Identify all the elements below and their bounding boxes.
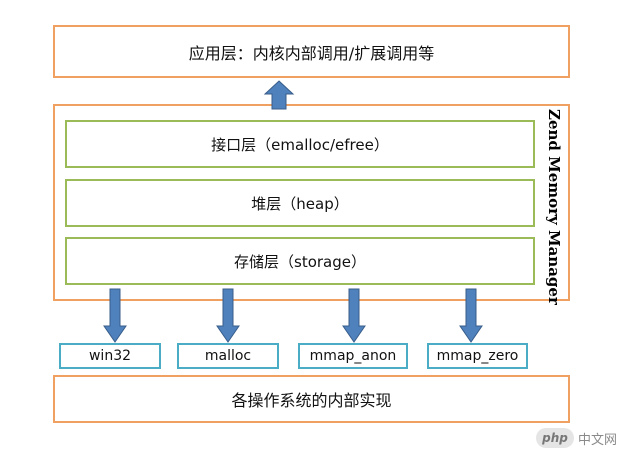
watermark-text: 中文网 xyxy=(577,432,617,448)
app-layer-box: 应用层：内核内部调用/扩展调用等 xyxy=(53,25,570,78)
os-layer-label: 各操作系统的内部实现 xyxy=(231,391,392,410)
backend-malloc-label: malloc xyxy=(204,348,252,364)
php-logo: php xyxy=(535,428,574,448)
interface-layer-label: 接口层（emalloc/efree） xyxy=(211,135,389,154)
heap-layer-label: 堆层（heap） xyxy=(251,194,349,213)
storage-layer-box: 存储层（storage） xyxy=(65,237,535,285)
backend-mmap-anon-box: mmap_anon xyxy=(298,343,408,369)
interface-layer-box: 接口层（emalloc/efree） xyxy=(65,120,535,168)
backend-win32-box: win32 xyxy=(59,343,161,369)
storage-layer-label: 存储层（storage） xyxy=(234,252,366,271)
backend-malloc-box: malloc xyxy=(177,343,279,369)
watermark: php 中文网 xyxy=(535,428,617,448)
os-layer-box: 各操作系统的内部实现 xyxy=(53,375,570,423)
heap-layer-box: 堆层（heap） xyxy=(65,179,535,227)
backend-win32-label: win32 xyxy=(88,348,132,364)
backend-mmap-zero-label: mmap_zero xyxy=(436,348,519,364)
backend-mmap-zero-box: mmap_zero xyxy=(427,343,528,369)
zend-memory-manager-title: Zend Memory Manager xyxy=(545,109,563,305)
app-layer-label: 应用层：内核内部调用/扩展调用等 xyxy=(188,43,435,63)
backend-mmap-anon-label: mmap_anon xyxy=(309,348,397,364)
